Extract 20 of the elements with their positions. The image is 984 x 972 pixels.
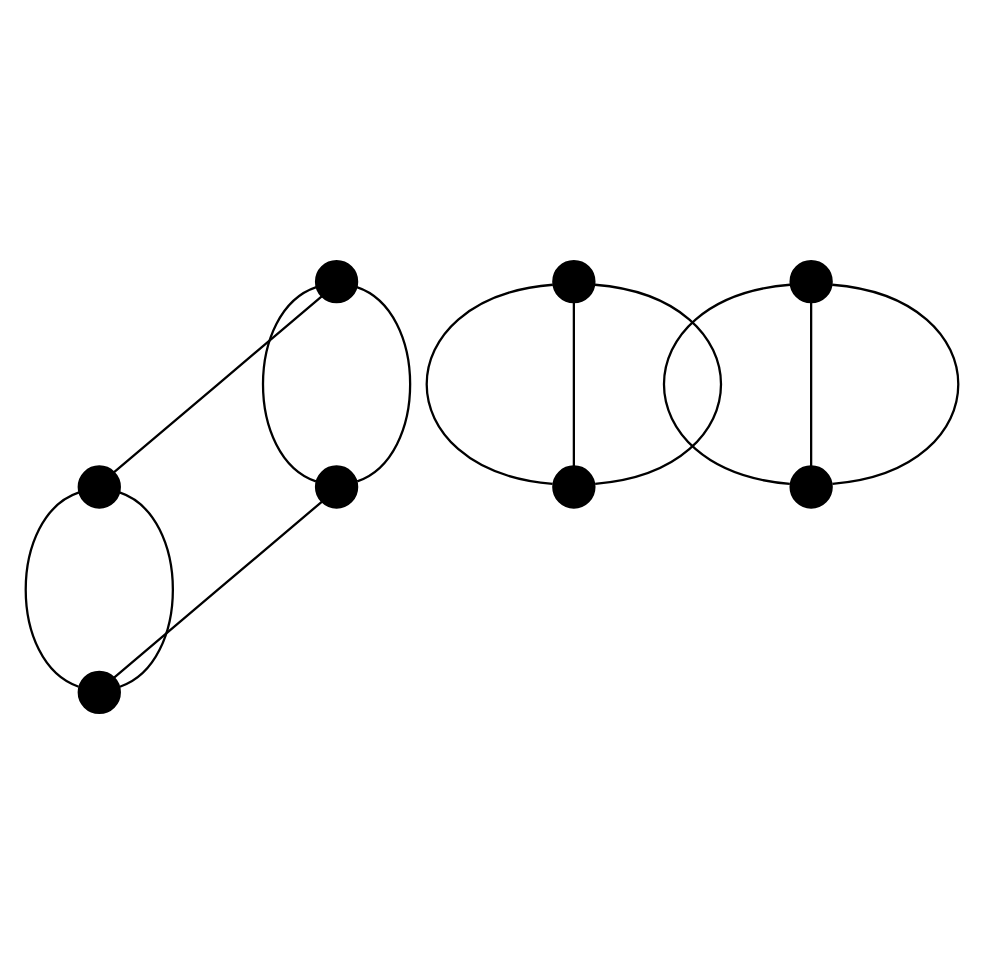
connector (594, 282, 722, 485)
node-circle (789, 259, 833, 303)
connector (425, 282, 553, 485)
node-circle (77, 464, 121, 508)
connector (113, 294, 323, 473)
node-circle (314, 259, 359, 303)
connector (24, 490, 80, 687)
node-circle (552, 464, 596, 508)
node-circle (314, 464, 359, 508)
connector (810, 301, 813, 466)
connector (119, 490, 174, 687)
connector (832, 282, 960, 485)
connector (663, 282, 791, 485)
connector (356, 285, 412, 482)
node-circle (77, 669, 121, 713)
node-circle (552, 259, 596, 303)
connector (261, 285, 317, 482)
connector (572, 301, 575, 466)
connector (113, 499, 323, 678)
node-circle (789, 464, 833, 508)
